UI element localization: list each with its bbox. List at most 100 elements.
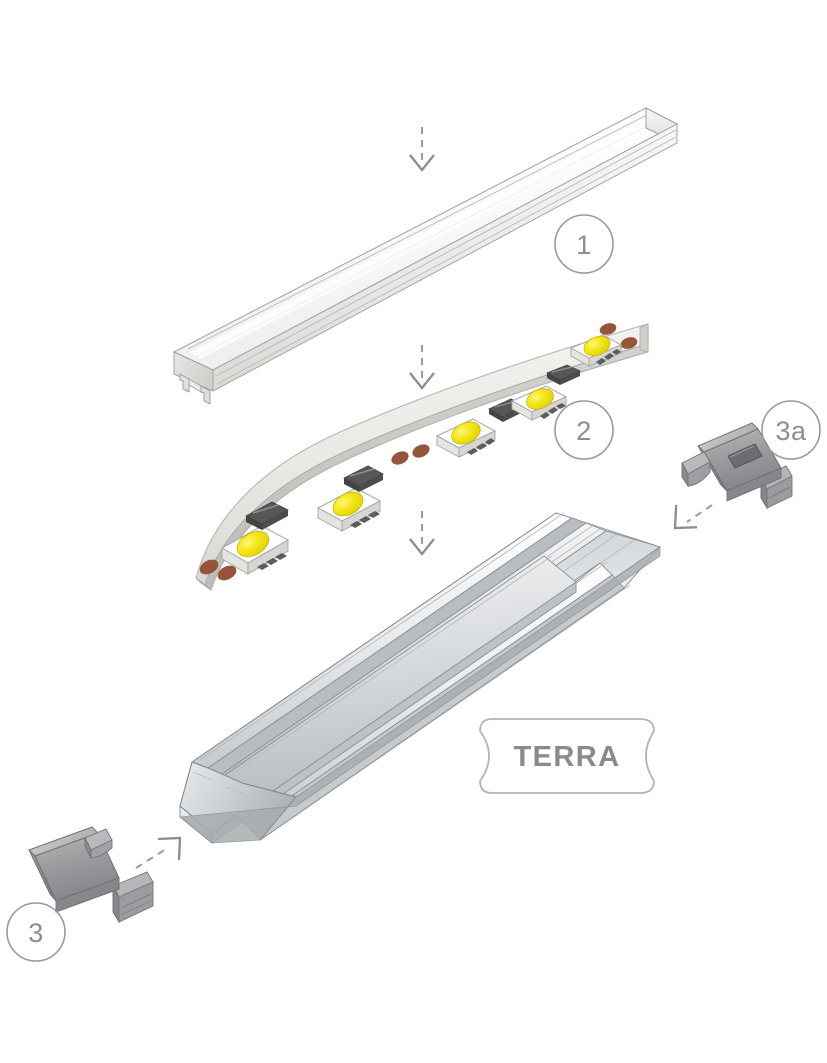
callout-3-circle — [6, 902, 66, 962]
channel-endface-ridge-2 — [225, 786, 247, 796]
led-contacts — [540, 403, 566, 419]
diffuser-clip-bridge — [188, 378, 202, 393]
led-phosphor-dome — [526, 388, 554, 410]
cap3a-cable-slot — [727, 443, 763, 469]
led-package-front — [588, 344, 622, 367]
callout-2[interactable]: 2 — [554, 400, 614, 460]
led-contact-2 — [604, 353, 614, 360]
led-package-front — [247, 539, 289, 575]
callout-2-circle — [554, 400, 614, 460]
diffuser-highlight — [190, 116, 662, 359]
resistor — [546, 364, 581, 385]
cap3-clip-line-1 — [120, 893, 152, 909]
callout-2-label: 2 — [576, 416, 592, 446]
resistor-band — [349, 468, 375, 477]
arrow-strip-down — [409, 345, 435, 390]
resistor-side — [246, 516, 262, 530]
channel-back-rail-line-1 — [199, 512, 565, 761]
part-end-cap-solid — [28, 826, 154, 924]
brand-plate-outline — [479, 718, 655, 794]
solder-pad — [620, 337, 638, 349]
led-package-front — [458, 430, 496, 458]
led-contact-1 — [540, 412, 550, 419]
led-contacts — [350, 511, 380, 528]
callout-1-circle — [554, 214, 614, 274]
led-phosphor-dome — [583, 335, 611, 357]
led-phosphor-dome — [451, 421, 481, 445]
led-contact-1 — [596, 358, 606, 365]
resistor-front — [359, 474, 383, 492]
cap3-plate-bottom — [55, 877, 120, 913]
led-chip — [510, 385, 568, 421]
resistor-side — [547, 373, 560, 385]
led-package-front — [341, 500, 381, 532]
diffuser-front-side — [212, 123, 678, 392]
resistor-side — [344, 478, 359, 492]
resistor — [343, 465, 384, 492]
cap3a-slot-highlight — [729, 445, 755, 458]
callout-3-label: 3 — [28, 918, 44, 948]
callout-3[interactable]: 3 — [6, 902, 66, 962]
cap3-top-tab — [84, 828, 113, 859]
arrow-cover-down — [409, 127, 435, 172]
callout-1[interactable]: 1 — [554, 214, 614, 274]
diffuser-crease-1 — [187, 112, 652, 350]
channel-bottom-edge — [178, 546, 661, 844]
callout-3a-label: 3a — [775, 416, 807, 446]
callout-3a[interactable]: 3a — [761, 400, 821, 460]
led-contact-2 — [548, 407, 558, 414]
resistor-band — [551, 366, 573, 373]
resistor-front — [560, 371, 580, 385]
arrow-cap-3a — [673, 504, 713, 530]
led-contacts — [467, 438, 495, 455]
led-strip-right-end — [639, 323, 649, 353]
diffuser-side-line-2 — [216, 136, 677, 385]
cap3a-clip-line — [768, 486, 791, 499]
part-diffuser-cover — [172, 107, 679, 405]
cap3-top-tab-side — [84, 837, 92, 859]
callout-3a-circle — [761, 400, 821, 460]
diffuser-side-line-1 — [215, 129, 677, 377]
led-chip — [435, 418, 497, 458]
solder-pad — [412, 444, 430, 458]
led-contact-3 — [275, 553, 287, 560]
led-phosphor-dome — [332, 491, 364, 517]
led-package-front — [531, 396, 567, 421]
led-contact-2 — [266, 558, 278, 565]
cap3a-left-tab — [681, 451, 711, 488]
cap3a-plate-bottom — [726, 467, 782, 502]
led-chip — [316, 487, 382, 532]
led-contact-3 — [556, 403, 566, 409]
led-phosphor-dome — [236, 530, 270, 558]
led-contact-3 — [368, 511, 380, 518]
led-contacts — [257, 553, 287, 570]
diffuser-clip-legs — [179, 373, 211, 405]
led-contacts — [596, 349, 621, 365]
solder-pad — [217, 565, 237, 581]
led-contact-2 — [359, 516, 371, 523]
solder-pad — [599, 323, 617, 335]
led-contact-2 — [476, 443, 487, 450]
resistor-side — [489, 409, 503, 422]
brand-plate: TERRA — [479, 718, 655, 794]
cap3-right-clip — [112, 871, 154, 924]
arrow-cap-3 — [135, 836, 182, 869]
brand-label: TERRA — [514, 741, 621, 773]
resistor — [245, 501, 289, 530]
cap3a-left-tab-face — [687, 461, 711, 487]
part-aluminium-channel — [178, 512, 662, 844]
led-chip — [220, 525, 290, 575]
channel-endface-ridge-1 — [192, 771, 213, 781]
cap3-clip-line-2 — [120, 900, 152, 916]
resistor-band — [252, 504, 279, 514]
solder-pad — [199, 559, 219, 575]
part-led-strip — [195, 323, 649, 591]
solder-pad — [391, 451, 409, 465]
callout-1-label: 1 — [576, 230, 592, 260]
arrow-into-channel — [409, 511, 435, 556]
led-contact-1 — [350, 521, 362, 528]
led-chip — [569, 334, 623, 367]
led-contact-1 — [467, 448, 478, 455]
